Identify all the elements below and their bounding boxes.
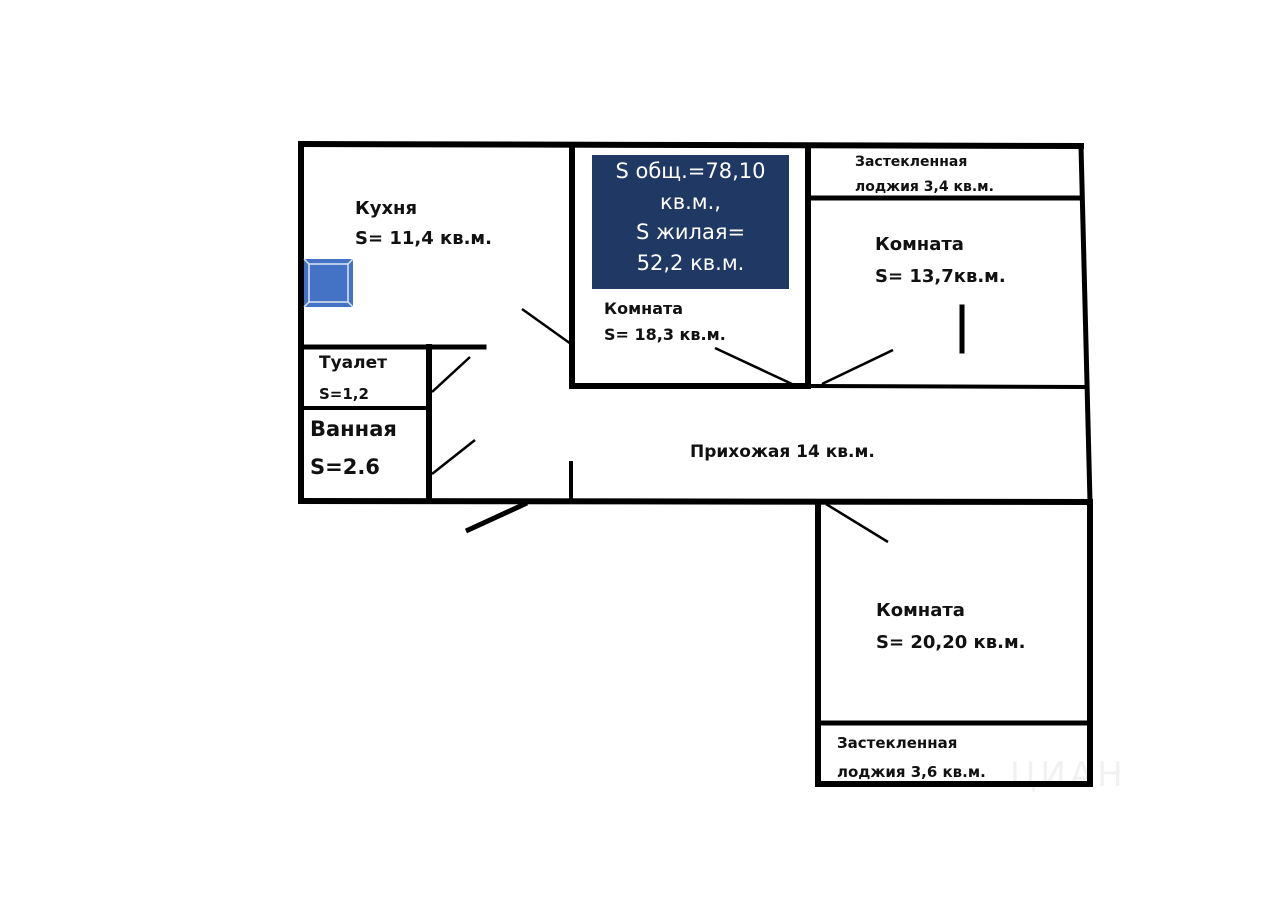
room-area: лоджия 3,6 кв.м. (837, 763, 986, 781)
stove-icon (303, 258, 354, 308)
door-room-bottom (825, 502, 889, 544)
door-toilet (431, 356, 471, 393)
room-name: Комната (604, 299, 684, 318)
room-name: Комната (876, 600, 965, 621)
room-name: Кухня (355, 198, 418, 219)
wall-bottom-left (297, 497, 1094, 506)
summary-line-3: S жилая= (635, 220, 746, 244)
area-summary-box: S общ.=78,10 кв.м., S жилая= 52,2 кв.м. (592, 155, 789, 289)
summary-line-4: 52,2 кв.м. (636, 250, 745, 275)
room-label-hallway: Прихожая 14 кв.м. (690, 441, 875, 465)
room-label-bottom: Комната S= 20,20 кв.м. (876, 595, 1026, 659)
room-area: S= 20,20 кв.м. (876, 632, 1026, 653)
room-area: S=2.6 (310, 455, 380, 479)
room-area: S= 11,4 кв.м. (355, 228, 492, 249)
doors (431, 307, 894, 544)
room-name: Застекленная (837, 734, 958, 752)
summary-line-1: S общ.=78,10 (615, 159, 766, 183)
door-room-right-top (821, 348, 894, 386)
room-area: S= 18,3 кв.м. (604, 325, 726, 344)
door-bathroom (431, 439, 476, 475)
room-name: Прихожая 14 кв.м. (690, 442, 875, 462)
room-name: Ванная (310, 417, 397, 441)
watermark-logo: ЦИАН (1010, 755, 1127, 795)
room-area: лоджия 3,4 кв.м. (855, 179, 994, 195)
wall-room-right-bottom (805, 383, 1088, 390)
room-name: Застекленная (855, 154, 968, 170)
room-label-kitchen: Кухня S= 11,4 кв.м. (355, 194, 492, 254)
door-room-center (714, 346, 793, 386)
walls (297, 140, 1094, 787)
wall-right (1078, 143, 1093, 505)
room-label-toilet: Туалет S=1,2 (319, 348, 387, 410)
room-label-loggia-bottom: Застекленная лоджия 3,6 кв.м. (837, 729, 986, 787)
room-name: Туалет (319, 353, 387, 373)
room-name: Комната (875, 234, 964, 255)
room-label-bathroom: Ванная S=2.6 (310, 410, 397, 486)
room-label-loggia-top: Застекленная лоджия 3,4 кв.м. (855, 150, 994, 200)
door-entrance (464, 500, 529, 534)
room-area: S=1,2 (319, 385, 369, 403)
room-label-center: Комната S= 18,3 кв.м. (604, 296, 726, 348)
summary-line-2: кв.м., (660, 189, 721, 214)
wall-top (297, 140, 1085, 150)
room-area: S= 13,7кв.м. (875, 266, 1006, 287)
room-label-right-top: Комната S= 13,7кв.м. (875, 229, 1006, 293)
door-kitchen (521, 307, 572, 346)
